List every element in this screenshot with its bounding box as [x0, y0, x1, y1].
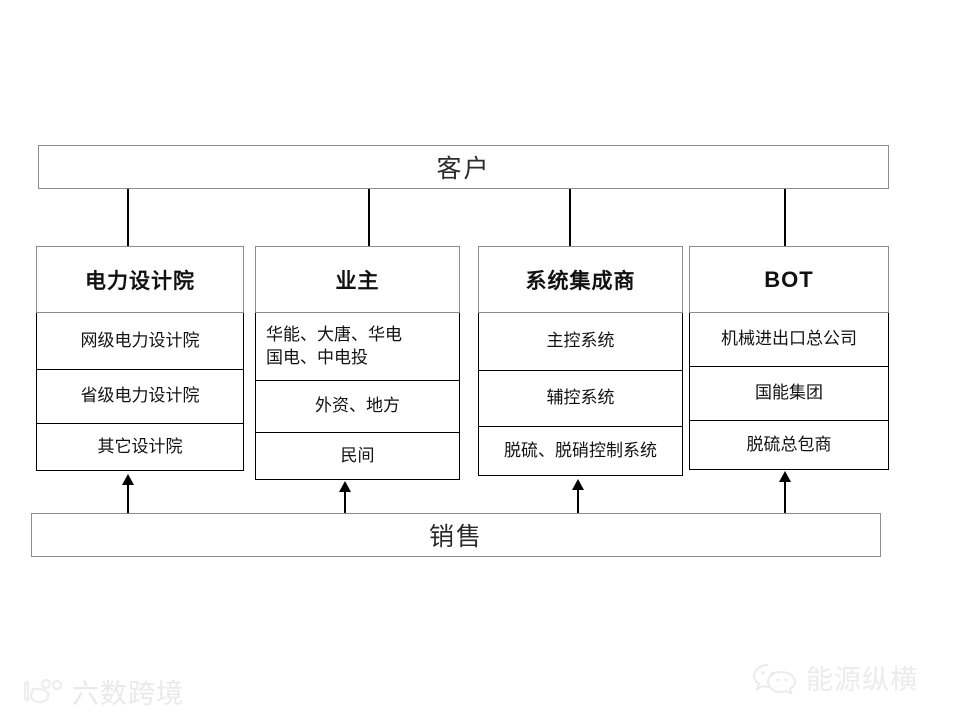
paw-logo-icon: [22, 678, 64, 705]
arrow-head-2: [339, 481, 351, 492]
list-item: 网级电力设计院: [37, 313, 243, 370]
bottom-band-label: 销售: [428, 524, 483, 551]
column-header-1: 电力设计院: [36, 246, 244, 313]
column-power-design-institute: 电力设计院 网级电力设计院 省级电力设计院 其它设计院: [36, 246, 244, 471]
watermark-right-label: 能源纵横: [806, 665, 918, 695]
column-bot: BOT 机械进出口总公司 国能集团 脱硫总包商: [689, 246, 889, 470]
list-item: 其它设计院: [97, 436, 183, 456]
column-body-4: 机械进出口总公司 国能集团 脱硫总包商: [689, 313, 889, 470]
list-item: 省级电力设计院: [37, 370, 243, 424]
connector-line-3: [569, 189, 571, 247]
wechat-icon: [752, 661, 798, 695]
list-item: 脱硫、脱硝控制系统: [504, 440, 657, 460]
arrow-shaft-2: [344, 491, 346, 513]
column-body-1: 网级电力设计院 省级电力设计院 其它设计院: [36, 313, 244, 471]
list-item: 外资、地方: [256, 381, 459, 433]
list-item: 国能集团: [690, 367, 888, 421]
watermark-left-label: 六数跨境: [72, 679, 184, 709]
arrow-shaft-3: [577, 489, 579, 513]
list-item: 辅控系统: [479, 371, 682, 427]
arrow-head-3: [572, 479, 584, 490]
column-body-2: 华能、大唐、华电 国电、中电投 外资、地方 民间: [255, 313, 460, 480]
connector-line-1: [127, 189, 129, 247]
arrow-shaft-4: [784, 481, 786, 513]
bottom-band-sales: 销售: [31, 513, 881, 557]
list-item: 民间: [340, 445, 375, 465]
column-owner: 业主 华能、大唐、华电 国电、中电投 外资、地方 民间: [255, 246, 460, 480]
column-header-2: 业主: [255, 246, 460, 313]
arrow-head-1: [122, 474, 134, 485]
connector-line-4: [784, 189, 786, 247]
arrow-head-4: [779, 471, 791, 482]
column-body-3: 主控系统 辅控系统 脱硫、脱硝控制系统: [478, 313, 683, 476]
column-header-4: BOT: [689, 246, 889, 313]
watermark-right: 能源纵横: [752, 658, 918, 697]
list-item: 华能、大唐、华电 国电、中电投: [256, 313, 459, 381]
list-item: 机械进出口总公司: [690, 313, 888, 367]
column-header-3: 系统集成商: [478, 246, 683, 313]
arrow-shaft-1: [127, 484, 129, 513]
watermark-left: 六数跨境: [22, 672, 184, 711]
top-band-customer: 客户: [38, 145, 889, 189]
connector-line-2: [368, 189, 370, 247]
column-system-integrator: 系统集成商 主控系统 辅控系统 脱硫、脱硝控制系统: [478, 246, 683, 476]
list-item: 脱硫总包商: [746, 434, 832, 454]
list-item: 主控系统: [479, 313, 682, 371]
top-band-label: 客户: [436, 156, 491, 183]
